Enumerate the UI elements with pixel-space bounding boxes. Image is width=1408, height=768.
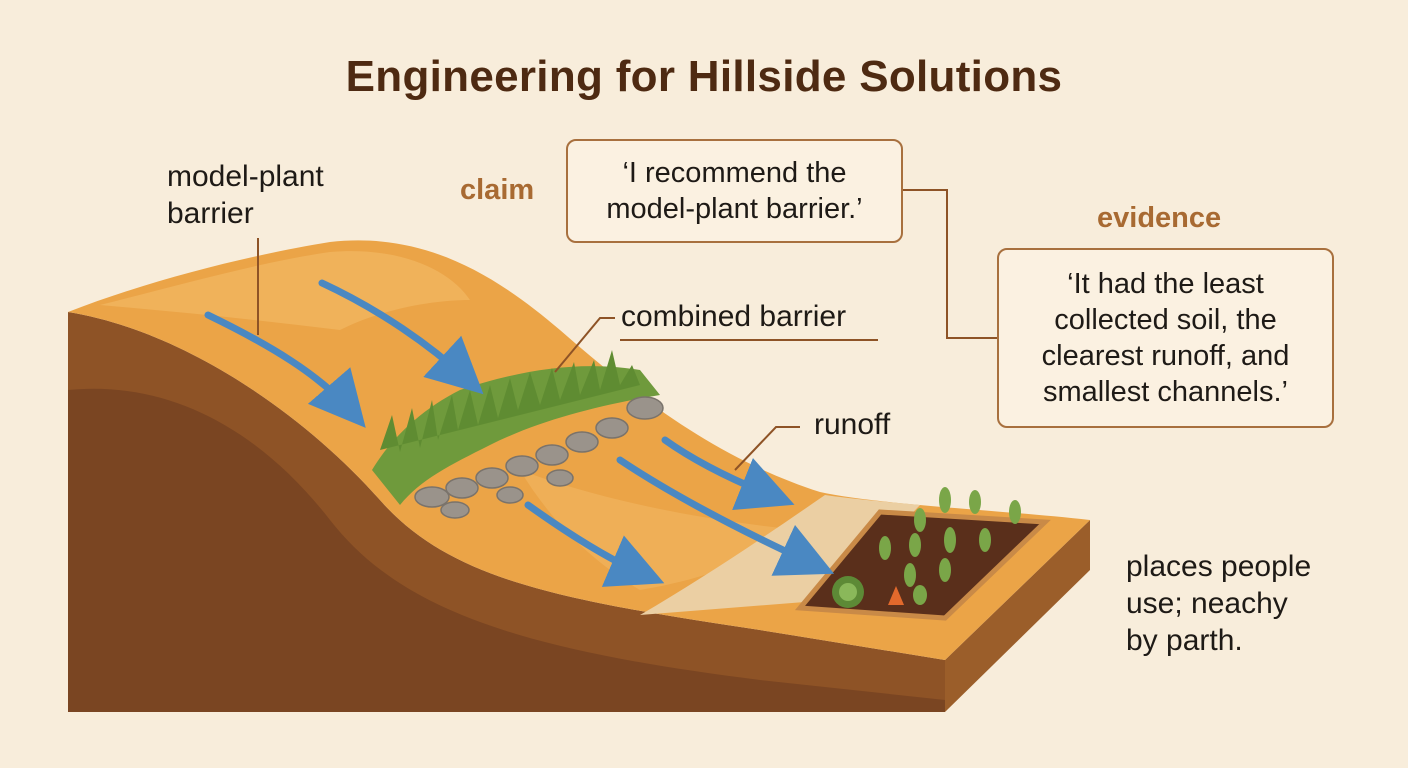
leader-runoff [734,426,800,471]
grass-icon [372,350,660,505]
leader-lines [257,189,1000,471]
claim-quote-box: ‘I recommend the model-plant barrier.’ [566,139,903,243]
evidence-quote-line4: smallest channels.’ [1042,376,1288,408]
leader-combined-barrier [554,317,615,373]
model-plant-label-line2: barrier [167,197,254,230]
model-plant-barrier-label: model-plant barrier [167,158,324,232]
evidence-quote-box: ‘It had the least collected soil, the cl… [997,248,1334,428]
water-flow-arrow-icon [204,279,835,587]
claim-quote-line1: ‘I recommend the [622,157,847,189]
soil-front-dark [68,388,945,712]
model-plant-label-line1: model-plant [167,160,324,193]
page-title: Engineering for Hillside Solutions [345,52,1063,101]
stone-icon [414,396,664,519]
evidence-quote-line2: collected soil, the [1054,304,1277,336]
places-label-line1: places people [1126,550,1312,583]
vegetable-garden-icon [832,487,1021,608]
connector-claim-evidence [903,189,1000,339]
combined-barrier-label: combined barrier [621,300,847,333]
evidence-quote-text: ‘It had the least collected soil, the cl… [1042,266,1290,410]
places-label-line2: use; neachy [1126,587,1288,620]
claim-tag: claim [460,174,535,206]
evidence-quote-line3: clearest runoff, and [1041,340,1290,372]
garden-bed-rim [794,509,1051,621]
soil-right-face [945,520,1090,712]
evidence-quote-line1: ‘It had the least [1067,268,1264,300]
runoff-label: runoff [814,408,891,441]
places-label-line3: by parth. [1126,624,1243,657]
places-people-use-label: places people use; neachy by parth. [1126,548,1311,659]
evidence-tag: evidence [1097,202,1222,234]
claim-quote-text: ‘I recommend the model-plant barrier.’ [606,155,862,227]
claim-quote-line2: model-plant barrier.’ [606,193,863,225]
